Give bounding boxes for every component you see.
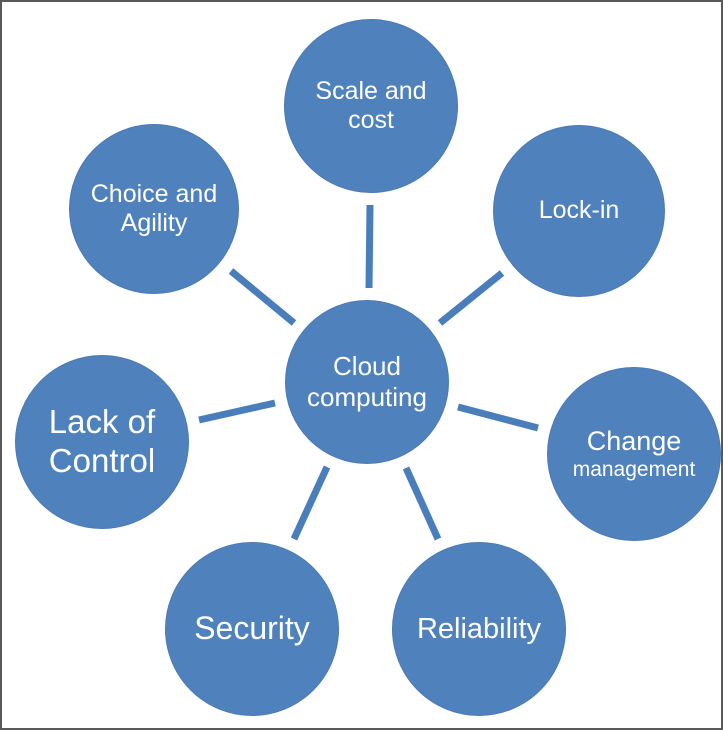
node-label: Reliability (416, 612, 542, 645)
node-label: Change (586, 425, 682, 456)
connector-choice-and-agility (228, 268, 297, 326)
connector-lack-of-control (198, 399, 276, 424)
node-label: Cloud (333, 351, 401, 382)
node-label: Scale and (315, 76, 427, 105)
connector-lock-in (437, 270, 505, 326)
node-lock-in: Lock-in (493, 125, 665, 297)
connector-change-management (457, 403, 539, 432)
node-change-management: Change management (547, 367, 721, 541)
node-lack-of-control: Lack of Control (15, 355, 189, 529)
connector-reliability (402, 466, 442, 541)
node-label: Security (194, 610, 310, 647)
node-scale-and-cost: Scale and cost (284, 19, 458, 193)
node-label: computing (307, 382, 427, 412)
node-reliability: Reliability (392, 542, 566, 716)
node-label: Control (48, 442, 156, 479)
node-label: Agility (120, 209, 188, 237)
node-label: management (572, 457, 696, 481)
connector-scale-and-cost (365, 204, 374, 289)
connector-security (290, 465, 331, 541)
node-choice-and-agility: Choice and Agility (69, 124, 239, 294)
node-cloud-computing: Cloud computing (285, 300, 449, 464)
node-label: Choice and (90, 179, 218, 208)
node-security: Security (165, 542, 339, 716)
node-label: Lock-in (538, 196, 620, 225)
node-label: Lack of (48, 403, 156, 441)
node-label: cost (348, 106, 394, 134)
